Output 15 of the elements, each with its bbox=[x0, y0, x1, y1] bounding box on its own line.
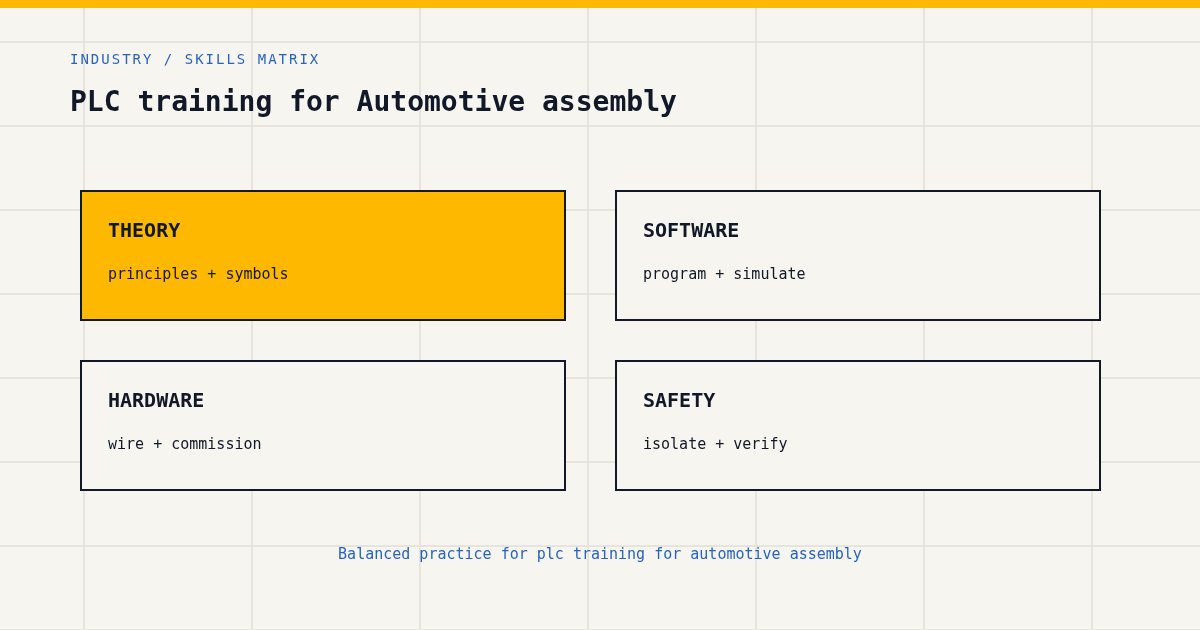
page-title: PLC training for Automotive assembly bbox=[70, 84, 677, 120]
category-card bbox=[615, 190, 1101, 321]
caption-text: Balanced practice for plc training for automotive assembly bbox=[338, 545, 862, 563]
section-kicker: INDUSTRY / SKILLS MATRIX bbox=[70, 50, 321, 68]
card-heading: SAFETY bbox=[643, 388, 716, 412]
card-description: isolate + verify bbox=[643, 434, 788, 454]
card-description: program + simulate bbox=[643, 264, 806, 284]
category-card bbox=[615, 360, 1101, 491]
card-description: wire + commission bbox=[108, 434, 262, 454]
category-card bbox=[80, 360, 566, 491]
card-heading: HARDWARE bbox=[108, 388, 205, 412]
card-heading: SOFTWARE bbox=[643, 218, 740, 242]
card-description: principles + symbols bbox=[108, 264, 289, 284]
category-card bbox=[80, 190, 566, 321]
card-heading: THEORY bbox=[108, 218, 181, 242]
